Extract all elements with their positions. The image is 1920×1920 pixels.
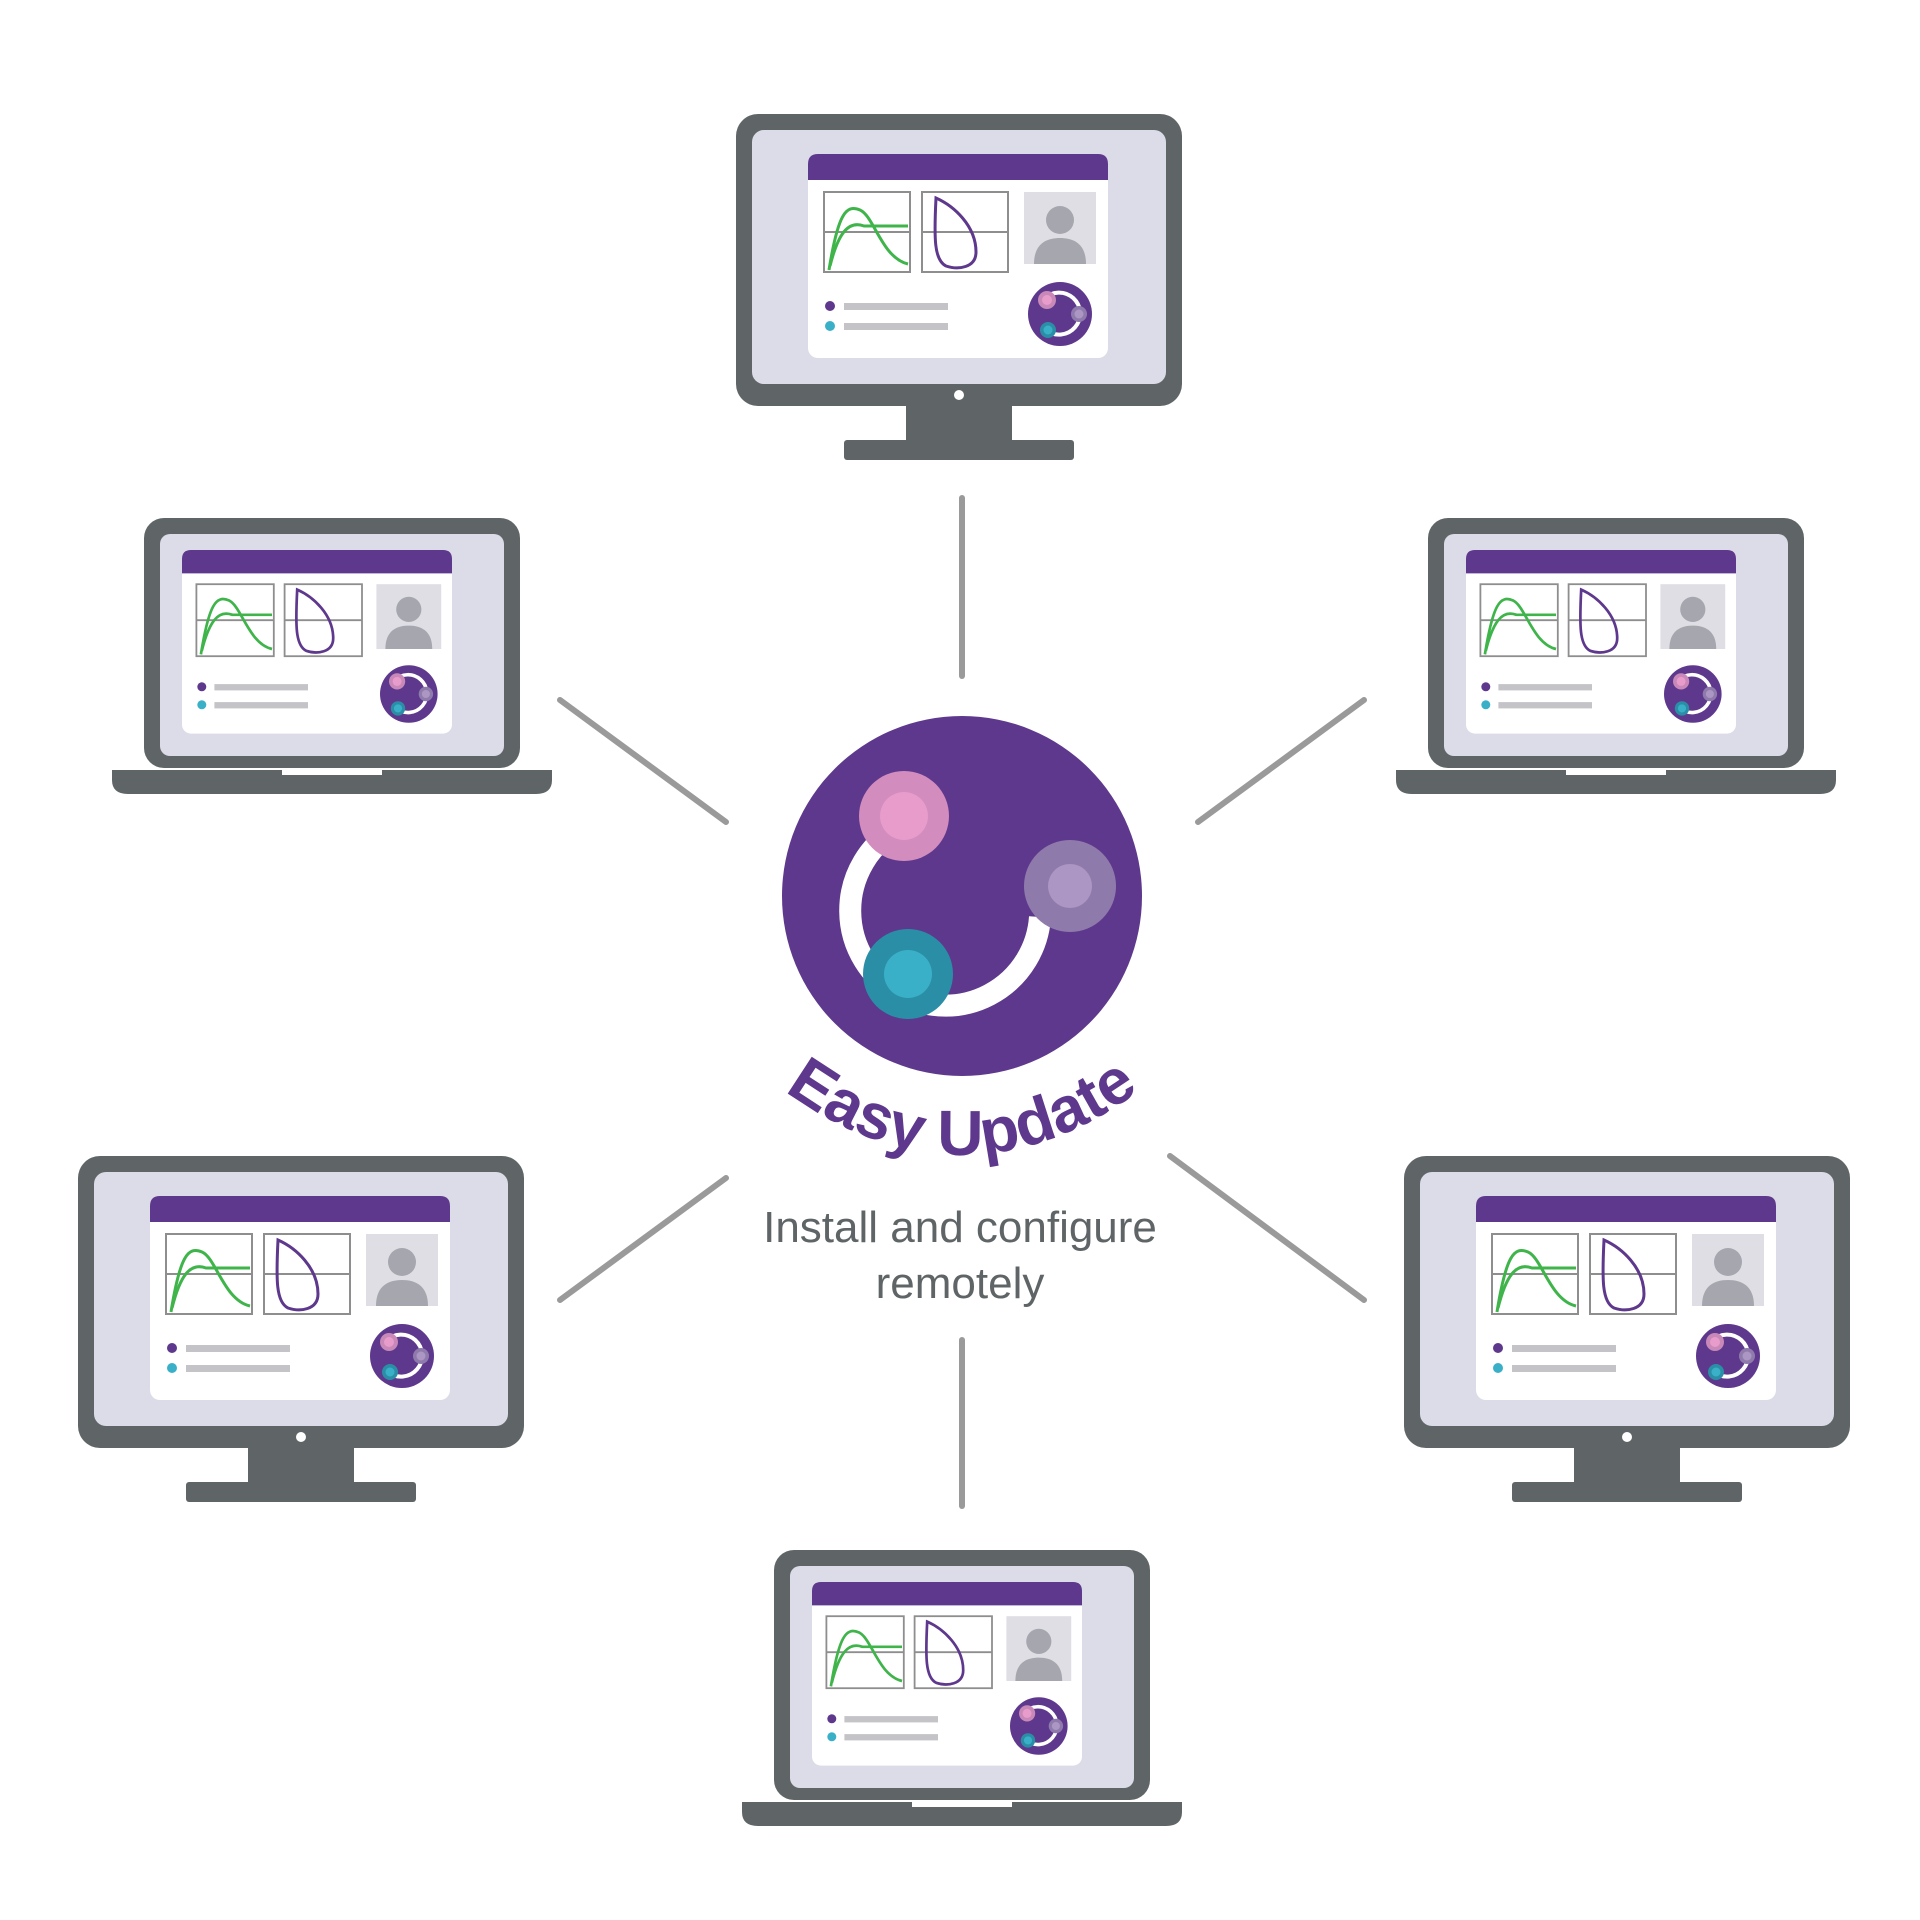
connector-upper-right bbox=[1195, 697, 1367, 825]
hub-subtitle: Install and configure remotely bbox=[660, 1200, 1260, 1312]
hub-subtitle-line-2: remotely bbox=[875, 1259, 1045, 1308]
device-lower-right-monitor bbox=[1404, 1156, 1850, 1502]
hub-subtitle-line-1: Install and configure bbox=[763, 1203, 1157, 1252]
connector-lines bbox=[557, 495, 1367, 1509]
connector-lower-left bbox=[557, 1175, 729, 1303]
easy-update-logo-icon bbox=[782, 716, 1142, 1076]
device-top-monitor bbox=[736, 114, 1182, 460]
connector-lower-right bbox=[1167, 1153, 1367, 1303]
connector-upper-left bbox=[557, 697, 729, 825]
device-upper-left-laptop bbox=[112, 518, 552, 794]
device-bottom-laptop bbox=[742, 1550, 1182, 1826]
device-lower-left-monitor bbox=[78, 1156, 524, 1502]
device-upper-right-laptop bbox=[1396, 518, 1836, 794]
